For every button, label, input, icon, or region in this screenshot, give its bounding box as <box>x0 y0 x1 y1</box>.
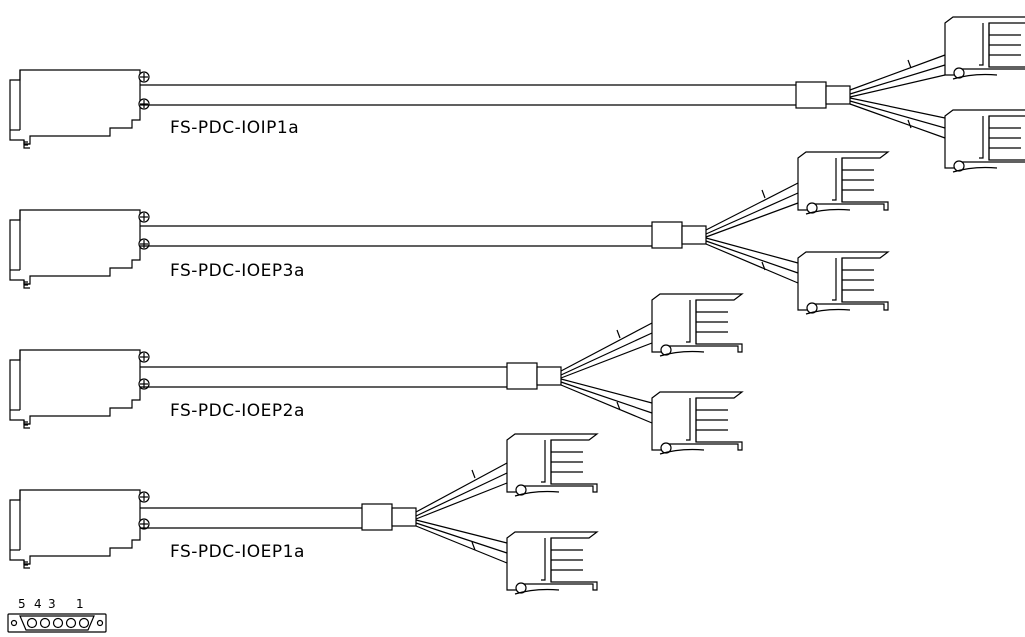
cable-assembly-1: FS-PDC-IOIP1a <box>9 16 1025 173</box>
cable-assembly-3: FS-PDC-IOEP2a <box>9 293 743 455</box>
connector-d-shell <box>19 615 95 631</box>
pin-socket-icon <box>26 617 38 629</box>
left-connector-icon <box>9 489 150 569</box>
plug-connector-icon <box>506 531 598 595</box>
cable-label: FS-PDC-IOEP3a <box>170 261 305 281</box>
pin-number: 5 <box>18 597 26 611</box>
pin-socket-icon <box>52 617 64 629</box>
plug-connector-icon <box>506 433 598 497</box>
left-connector-icon <box>9 349 150 429</box>
pin-number: 3 <box>48 597 56 611</box>
pin-number: 1 <box>76 597 84 611</box>
plug-connector-icon <box>651 391 743 455</box>
plug-connector-icon <box>944 16 1025 80</box>
plug-connector-icon <box>944 109 1025 173</box>
mount-hole-icon <box>10 619 18 627</box>
pin-socket-icon <box>39 617 51 629</box>
left-connector-icon <box>9 209 150 289</box>
cable-assembly-4: FS-PDC-IOEP1a <box>9 433 598 595</box>
cable-assembly-2: FS-PDC-IOEP3a <box>9 151 889 315</box>
pin-number: 4 <box>34 597 42 611</box>
cable-label: FS-PDC-IOIP1a <box>170 118 299 138</box>
left-connector-icon <box>9 69 150 149</box>
mount-hole-icon <box>96 619 104 627</box>
plug-connector-icon <box>651 293 743 357</box>
cable-label: FS-PDC-IOEP1a <box>170 542 305 562</box>
cable-label: FS-PDC-IOEP2a <box>170 401 305 421</box>
plug-connector-icon <box>797 151 889 215</box>
pin-socket-icon <box>65 617 77 629</box>
plug-connector-icon <box>797 251 889 315</box>
pin-socket-icon <box>78 617 90 629</box>
pinout-inset: 5 4 3 1 <box>7 597 107 633</box>
connector-face-outline <box>7 613 107 633</box>
